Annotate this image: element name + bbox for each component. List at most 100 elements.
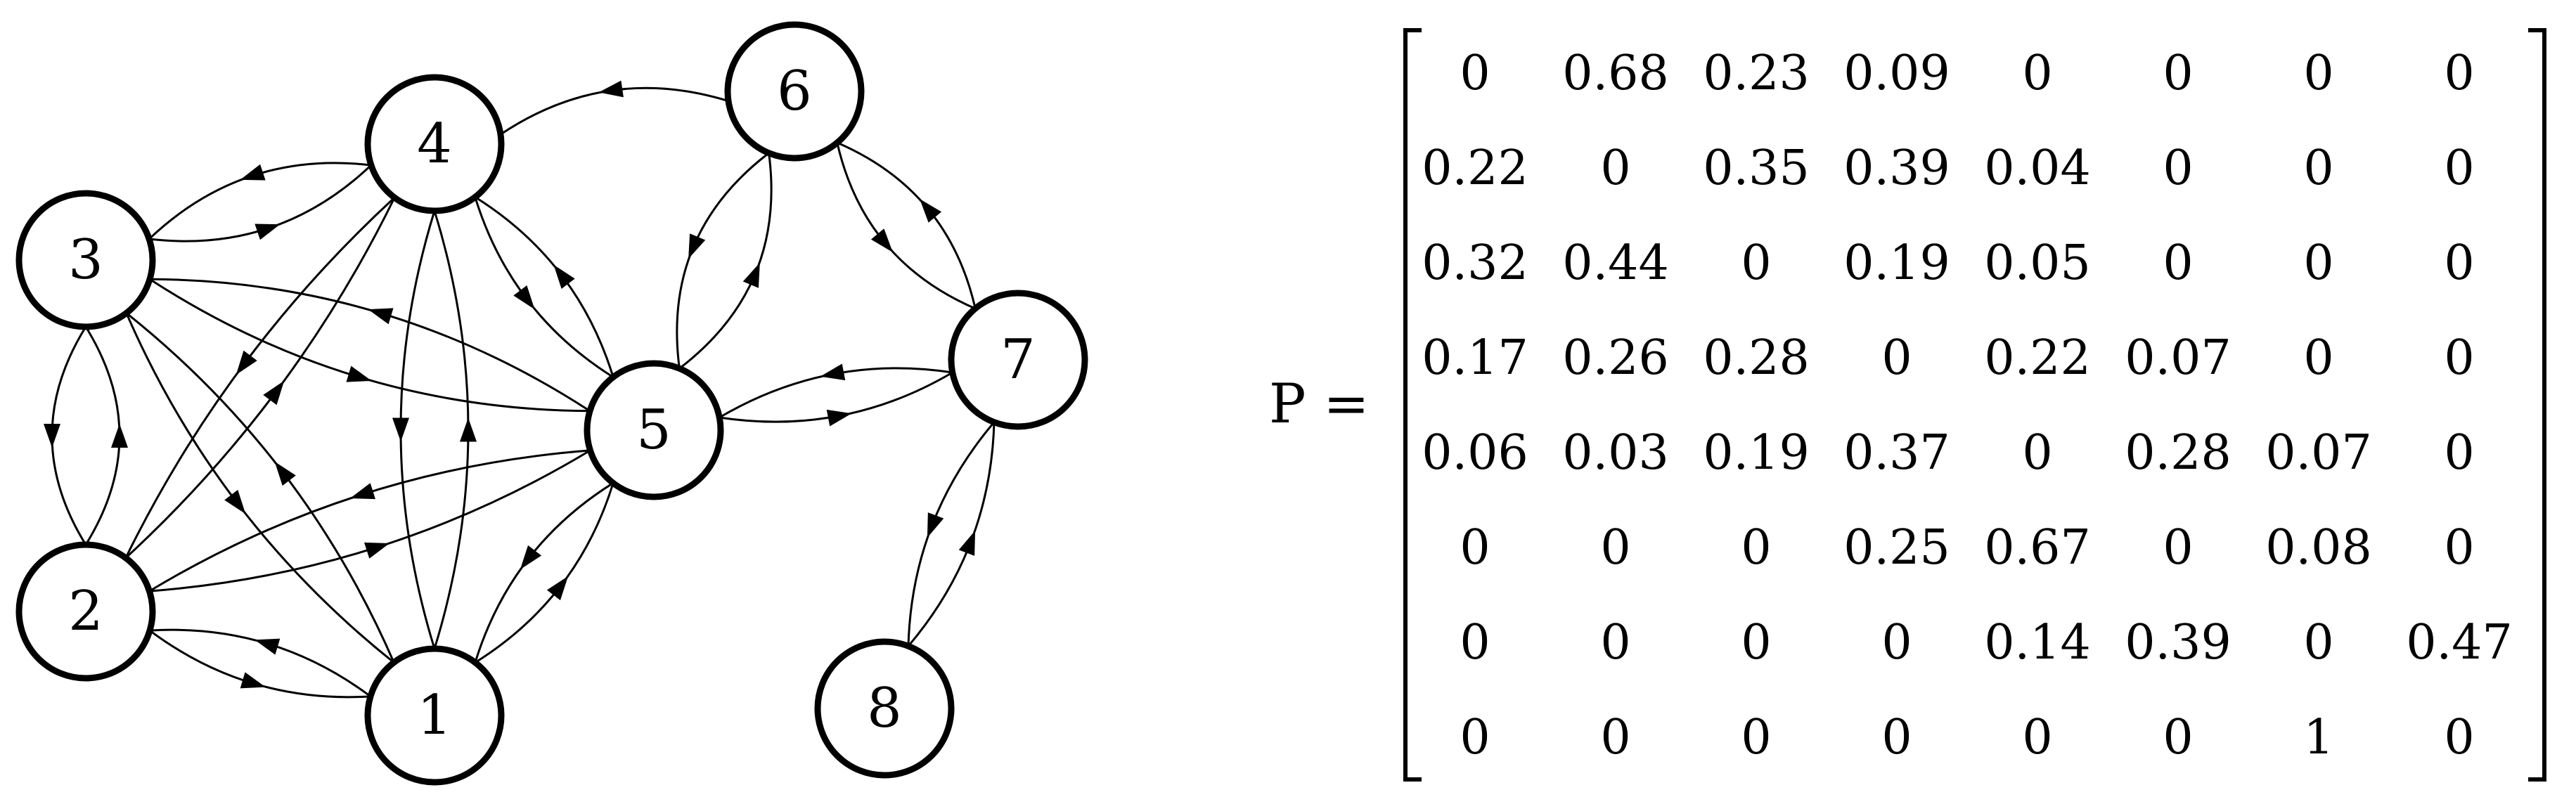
node-4-label: 4 [417,112,452,176]
node-6-label: 6 [777,60,812,123]
matrix-cell: 0 [2022,710,2053,765]
matrix-cell: 0 [1460,46,1490,101]
matrix-cell: 0 [2444,46,2475,101]
arrowhead-4-to-2 [236,350,257,375]
node-2: 2 [15,541,156,682]
arrowhead-4-to-1 [392,417,409,442]
arrowhead-3-to-1 [224,489,246,514]
matrix-cell: 0.35 [1703,141,1810,196]
matrix-cell: 0.39 [2125,615,2232,670]
transition-graph: 1 2 3 4 5 6 7 8 [15,21,1088,786]
matrix-cell: 0.39 [1843,141,1950,196]
arrowhead-6-to-5 [688,233,706,259]
node-6-circle [724,21,865,162]
node-7-circle [948,290,1088,430]
arrowhead-4-to-3 [240,164,266,181]
node-8-circle [814,638,955,779]
matrix-cell: 0 [2303,46,2334,101]
matrix-cell: 0.19 [1843,235,1950,291]
arrowhead-5-to-6 [742,262,760,288]
matrix-cell: 0.05 [1984,235,2091,291]
matrix-cell: 0 [1600,615,1631,670]
arrowhead-5-to-7 [826,409,852,427]
matrix-cell: 0 [2444,710,2475,765]
matrix-cell: 0 [2444,520,2475,576]
arrowhead-5-to-3 [368,308,394,325]
arrowhead-3-to-4 [255,223,281,240]
matrix-cell: 0 [2022,46,2053,101]
arrowhead-5-to-4 [553,264,575,290]
matrix-cell: 0 [2163,710,2194,765]
matrix-cell: 0 [2303,615,2334,670]
node-3: 3 [15,190,156,330]
matrix-cell: 0.28 [1703,330,1810,386]
matrix-cell: 0.23 [1703,46,1810,101]
matrix-cell: 0 [1600,141,1631,196]
matrix-cell: 0 [2163,520,2194,576]
node-3-label: 3 [68,228,103,292]
matrix-cell: 0 [2163,235,2194,291]
matrix-cell: 0 [1741,520,1772,576]
matrix-cell: 0 [1460,710,1490,765]
matrix-cell: 0 [2303,235,2334,291]
node-4-circle [364,74,505,214]
matrix-cell: 0 [1600,520,1631,576]
left-bracket [1403,28,1422,782]
node-1-label: 1 [417,684,452,747]
node-5: 5 [584,360,724,500]
matrix-cell: 0.07 [2265,425,2372,481]
arrowhead-1-to-5 [546,576,569,601]
matrix-cell: 0.03 [1562,425,1669,481]
matrix-cell: 0.04 [1984,141,2091,196]
node-7-label: 7 [1000,328,1036,391]
matrix-cell: 0 [1881,710,1912,765]
matrix-cell: 0.22 [1984,330,2091,386]
arrowhead-8-to-7 [958,530,976,556]
node-5-label: 5 [636,398,671,462]
arrowhead-7-to-5 [820,363,846,381]
matrix-cell: 0 [1741,710,1772,765]
matrix-cell: 0 [2444,425,2475,481]
arrowhead-3-to-5 [346,365,372,382]
matrix-cell: 0 [1460,520,1490,576]
arrowhead-2-to-3 [111,424,128,448]
matrix-cell: 0.37 [1843,425,1950,481]
arrowhead-5-to-1 [520,545,542,570]
node-2-label: 2 [68,580,103,643]
matrix-cell: 0.19 [1703,425,1810,481]
node-7: 7 [948,290,1088,430]
node-8-label: 8 [867,677,902,740]
matrix-cell: 0.44 [1562,235,1669,291]
arrowhead-1-to-2 [255,638,281,655]
matrix-cell: 0 [2022,425,2053,481]
arrowhead-2-to-4 [263,380,285,406]
node-6: 6 [724,21,865,162]
arrowhead-7-to-6 [920,198,942,223]
matrix-cell: 0.14 [1984,615,2091,670]
matrix-cell: 0.68 [1562,46,1669,101]
matrix-cell: 0.67 [1984,520,2091,576]
arrowhead-1-to-4 [460,417,477,442]
arrowhead-7-to-8 [927,512,944,538]
matrix-cell: 0.22 [1422,141,1528,196]
arrowhead-6-to-4 [598,80,624,98]
matrix-cell: 0 [1881,330,1912,386]
matrix-cell: 0 [2303,141,2334,196]
matrix-cell: 0.17 [1422,330,1528,386]
right-bracket [2528,28,2546,782]
matrix-cell: 0 [1881,615,1912,670]
arrowhead-1-to-3 [274,461,296,486]
node-3-circle [15,190,156,330]
matrix-cell: 0.09 [1843,46,1950,101]
node-4: 4 [364,74,505,214]
arrowhead-4-to-5 [513,285,535,310]
arrowhead-5-to-2 [349,483,375,500]
matrix-cell: 0 [2444,330,2475,386]
matrix-cell: 0 [2163,46,2194,101]
matrix-cell: 0.32 [1422,235,1528,291]
arrowhead-3-to-2 [44,424,60,448]
matrix-cell: 1 [2303,710,2334,765]
node-1-circle [364,645,505,786]
matrix-cell: 0.25 [1843,520,1950,576]
